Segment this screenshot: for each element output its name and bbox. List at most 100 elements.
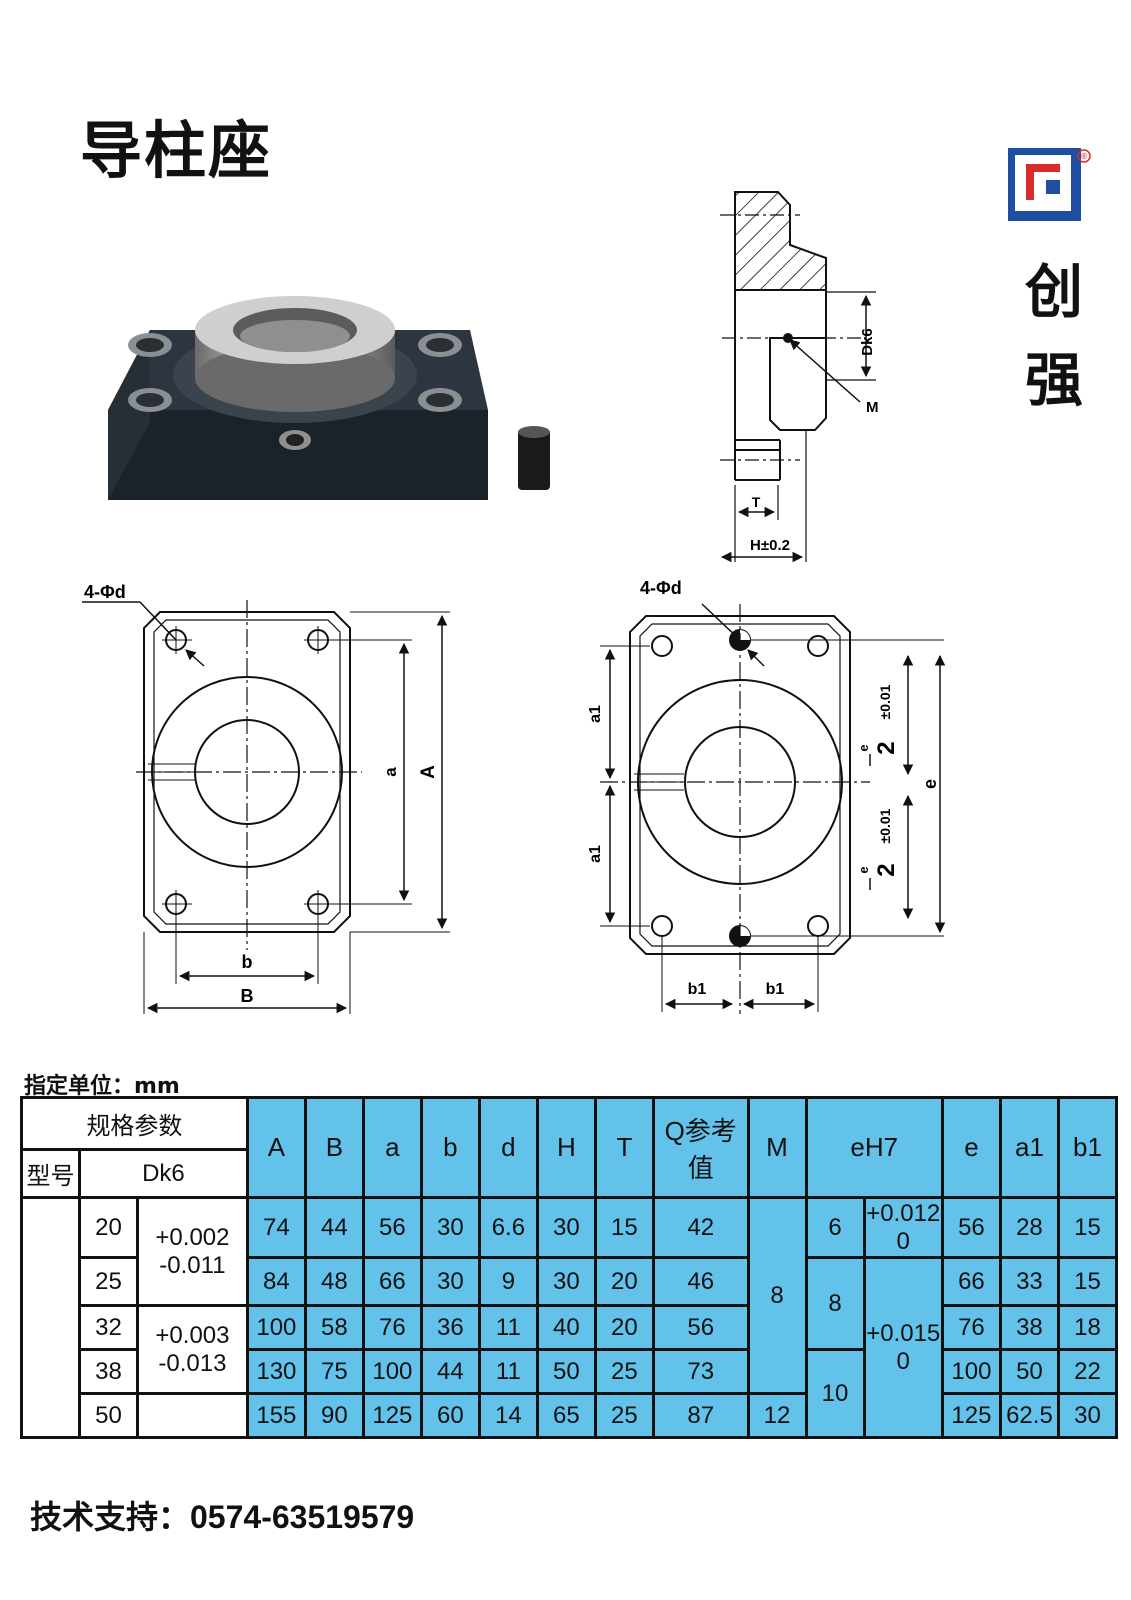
label-a1-bottom: a1 (587, 845, 604, 863)
header-B: B (303, 1096, 365, 1199)
cell-e: 66 (940, 1256, 1002, 1307)
header-H: H (535, 1096, 597, 1199)
header-spec: 规格参数 (20, 1096, 249, 1151)
cell-a: 76 (361, 1304, 423, 1351)
label-two-top: 2 (873, 741, 900, 754)
cell-T: 20 (593, 1304, 655, 1351)
cell-A: 155 (245, 1392, 307, 1439)
e-half-bottom-label: e 2 ±0.01 (856, 808, 900, 876)
label-tol-bottom: ±0.01 (877, 808, 893, 843)
dk6-cell: 25 (78, 1256, 139, 1307)
cell-H: 50 (535, 1348, 597, 1395)
cell-eh7-tolerance-1: +0.012 0 (862, 1196, 944, 1259)
technical-drawings: Dk6 M T H±0.2 4-Φd a A b B (82, 191, 946, 1014)
table-row: 38 130 75 100 44 11 50 25 73 10 100 50 2… (22, 1348, 1119, 1439)
brand-name: 创 强 (1014, 248, 1094, 424)
cell-d: 6.6 (477, 1196, 539, 1259)
cell-H: 40 (535, 1304, 597, 1351)
cell-M: 12 (746, 1392, 808, 1439)
cell-T: 25 (593, 1392, 655, 1439)
label-two-bottom: 2 (873, 863, 900, 876)
header-eH7: eH7 (804, 1096, 944, 1199)
header-b1: b1 (1056, 1096, 1119, 1199)
label-e-half-bottom: e (856, 866, 871, 873)
header-Q: Q参考值 (651, 1096, 750, 1199)
cell-T: 20 (593, 1256, 655, 1307)
cell-e: 100 (940, 1348, 1002, 1395)
cell-a1: 38 (998, 1304, 1060, 1351)
header-b: b (419, 1096, 481, 1199)
unit-label: 指定单位：mm (24, 1074, 180, 1099)
front-view-1 (82, 600, 450, 1014)
brand-char-1: 创 (1024, 258, 1083, 326)
label-h: H±0.2 (750, 537, 790, 554)
cell-b1: 15 (1056, 1196, 1119, 1259)
registered-mark: ® (1080, 152, 1088, 161)
cell-B: 58 (303, 1304, 365, 1351)
label-b1-right: b1 (766, 981, 785, 998)
tolerance-lower: 0 (896, 1347, 910, 1375)
cell-eh7-size: 8 (804, 1256, 866, 1351)
dk6-cell: 32 (78, 1304, 139, 1351)
label-b1-left: b1 (688, 981, 707, 998)
dk6-tolerance-2: +0.003 -0.013 (136, 1304, 249, 1395)
cell-Q: 56 (651, 1304, 750, 1351)
cell-B: 44 (303, 1196, 365, 1259)
cell-a: 56 (361, 1196, 423, 1259)
label-a: a (381, 767, 400, 777)
e-half-top-label: e 2 ±0.01 (856, 684, 900, 754)
header-a: a (361, 1096, 423, 1199)
brand-logo-icon: ® (1008, 148, 1091, 221)
cell-b: 30 (419, 1256, 481, 1307)
label-A: A (418, 765, 439, 779)
cell-d: 11 (477, 1348, 539, 1395)
cell-a1: 50 (998, 1348, 1060, 1395)
tolerance-lower: -0.013 (158, 1349, 227, 1377)
label-B: B (241, 986, 254, 1006)
cell-Q: 42 (651, 1196, 750, 1259)
header-M: M (746, 1096, 808, 1199)
tolerance-lower: 0 (896, 1227, 910, 1255)
cell-a1: 33 (998, 1256, 1060, 1307)
dk6-cell: 20 (78, 1196, 139, 1259)
label-b: b (242, 952, 253, 972)
header-d: d (477, 1096, 539, 1199)
header-a1: a1 (998, 1096, 1060, 1199)
cell-T: 15 (593, 1196, 655, 1259)
label-e: e (920, 779, 940, 789)
header-model: 型号 (20, 1148, 81, 1199)
label-a1-top: a1 (587, 705, 604, 723)
dk6-tolerance-empty (136, 1392, 249, 1439)
cell-A: 130 (245, 1348, 307, 1395)
cell-H: 30 (535, 1256, 597, 1307)
cell-eh7-size: 6 (804, 1196, 866, 1259)
cell-B: 75 (303, 1348, 365, 1395)
cell-e: 56 (940, 1196, 1002, 1259)
spec-table: 规格参数 A B a b d H T Q参考值 M eH7 e a1 b1 型号… (20, 1096, 1119, 1439)
cell-A: 100 (245, 1304, 307, 1351)
label-holes-2: 4-Φd (640, 578, 682, 598)
table-row: 20 +0.002 -0.011 74 44 56 30 6.6 30 15 4… (20, 1196, 1119, 1439)
header-A: A (245, 1096, 307, 1199)
cell-b1: 18 (1056, 1304, 1119, 1351)
cell-Q: 87 (651, 1392, 750, 1439)
cell-b1: 22 (1056, 1348, 1119, 1395)
page-title: 导柱座 (80, 114, 273, 187)
cell-d: 11 (477, 1304, 539, 1351)
cell-T: 25 (593, 1348, 655, 1395)
cell-e: 125 (940, 1392, 1002, 1439)
cell-Q: 46 (651, 1256, 750, 1307)
cell-b: 60 (419, 1392, 481, 1439)
cell-H: 30 (535, 1196, 597, 1259)
cell-eh7-size: 10 (804, 1348, 866, 1439)
cell-b1: 30 (1056, 1392, 1119, 1439)
front-view-2 (600, 603, 946, 1014)
label-m: M (866, 399, 879, 416)
cell-H: 65 (535, 1392, 597, 1439)
cell-b: 36 (419, 1304, 481, 1351)
cell-d: 9 (477, 1256, 539, 1307)
tolerance-lower: -0.011 (159, 1251, 226, 1279)
support-phone: 技术支持：0574-63519579 (30, 1499, 415, 1535)
cell-A: 74 (245, 1196, 307, 1259)
header-T: T (593, 1096, 655, 1199)
